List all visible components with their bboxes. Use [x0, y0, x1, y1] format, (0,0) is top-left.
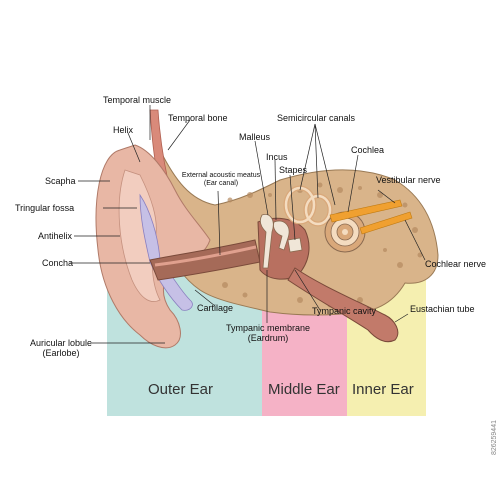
- malleus-shape: [259, 213, 274, 269]
- earlobe-subtitle: (Earlobe): [42, 348, 80, 359]
- label-temporal-muscle: Temporal muscle: [103, 95, 172, 105]
- stapes-shape: [287, 237, 303, 253]
- antihelix-shape: [118, 169, 161, 302]
- region-label-outer-ear: Outer Ear: [148, 381, 214, 398]
- cochlear-nerve-shape: [359, 211, 413, 235]
- label-tympanic-cavity: Tympanic cavity: [312, 306, 377, 316]
- label-tympanic-membrane: Tympanic membrane (Eardrum): [218, 323, 318, 344]
- cartilage-shape: [139, 193, 193, 311]
- vestibular-nerve-shape: [329, 199, 403, 223]
- label-eustachian-tube: Eustachian tube: [410, 304, 475, 314]
- stock-id-side: 826259441: [491, 420, 498, 456]
- label-helix: Helix: [113, 125, 134, 135]
- region-label-inner-ear: Inner Ear: [352, 381, 414, 398]
- label-cochlear-nerve: Cochlear nerve: [425, 259, 487, 269]
- label-external-meatus: External acoustic meatus (Ear canal): [178, 172, 264, 188]
- tympanic-membrane-title: Tympanic membrane: [225, 323, 311, 333]
- label-cartilage: Cartilage: [197, 303, 234, 313]
- auricular-lobule-title: Auricular lobule: [29, 338, 93, 348]
- leader-lines: [70, 105, 426, 344]
- label-semicircular-canals: Semicircular canals: [277, 113, 356, 123]
- ear-canal-subtitle: (Ear canal): [203, 180, 239, 188]
- external-meatus-title: External acoustic meatus: [181, 172, 261, 179]
- label-incus: Incus: [266, 152, 288, 162]
- label-triangular-fossa: Tringular fossa: [15, 203, 75, 213]
- eustachian-tube-shape: [287, 267, 399, 343]
- label-cochlea: Cochlea: [351, 145, 385, 155]
- ear-canal-lining: [154, 245, 257, 267]
- label-scapha: Scapha: [45, 176, 76, 186]
- label-concha: Concha: [42, 258, 74, 268]
- label-auricular-lobule: Auricular lobule (Earlobe): [26, 338, 96, 359]
- incus-shape: [273, 220, 290, 251]
- eardrum-subtitle: (Eardrum): [247, 333, 289, 344]
- label-stapes: Stapes: [279, 165, 308, 175]
- label-temporal-bone: Temporal bone: [168, 113, 228, 123]
- region-label-middle-ear: Middle Ear: [268, 381, 340, 398]
- label-malleus: Malleus: [239, 132, 271, 142]
- label-antihelix: Antihelix: [38, 231, 73, 241]
- label-vestibular-nerve: Vestibular nerve: [376, 175, 441, 185]
